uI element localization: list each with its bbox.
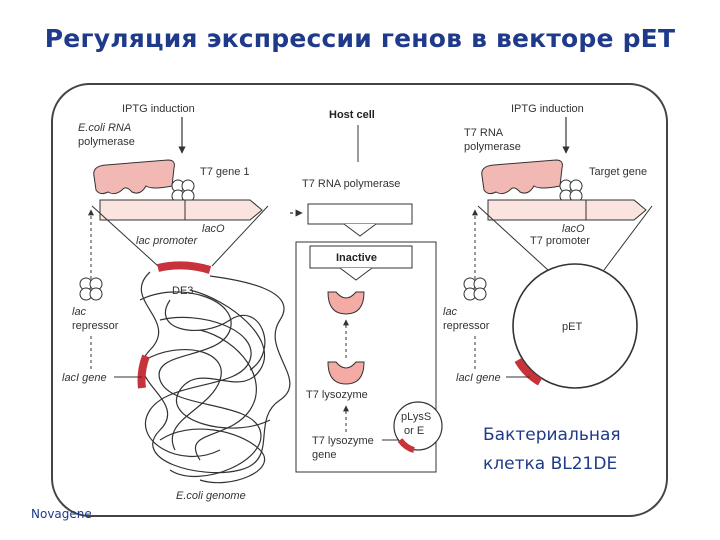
t7-lysozyme-bound-shape: [327, 291, 365, 315]
lac-repressor-free-right: [463, 277, 487, 301]
t7-promoter-label: T7 promoter: [530, 235, 590, 247]
t7-lysozyme-label: T7 lysozyme: [306, 389, 368, 401]
laci-gene-right-segment: [514, 357, 543, 386]
pet-label: pET: [562, 321, 582, 333]
laco-right-label: lacO: [562, 223, 585, 235]
caption: Бактериальная клетка BL21DE: [483, 421, 621, 479]
pet-plasmid: [512, 263, 638, 389]
laci-gene-right-label: lacI gene: [456, 372, 501, 384]
t7-lysozyme-gene-label-1: T7 lysozyme: [312, 435, 374, 447]
lac-repressor-bound-left: [171, 179, 195, 203]
t7-rna-polymerase-box: [307, 203, 413, 225]
caption-line-1: Бактериальная: [483, 425, 621, 445]
ecoli-rna-pol-left-label-1: E.coli RNA: [78, 122, 131, 134]
lac-repressor-left-label-2: repressor: [72, 320, 119, 332]
gene-arrow-left: [99, 199, 263, 221]
lac-repressor-right-label-2: repressor: [443, 320, 490, 332]
lac-repressor-right-label-1: lac: [443, 306, 458, 318]
plyss-gene-segment: [397, 438, 415, 453]
iptg-induction-right-label: IPTG induction: [511, 103, 584, 115]
laci-gene-left-label: lacI gene: [62, 372, 107, 384]
inactive-label: Inactive: [336, 252, 377, 264]
ecoli-rna-pol-left-label-2: polymerase: [78, 136, 135, 148]
lac-promoter-label: lac promoter: [136, 235, 198, 247]
t7-rna-pol-right-label-1: T7 RNA: [464, 127, 504, 139]
laco-left-label: lacO: [202, 223, 225, 235]
t7-rna-polymerase-right-shape: [481, 159, 563, 195]
lac-repressor-left-label-1: lac: [72, 306, 87, 318]
iptg-induction-left-label: IPTG induction: [122, 103, 195, 115]
t7-lysozyme-gene-label-2: gene: [312, 449, 336, 461]
t7-gene1-label: T7 gene 1: [200, 166, 250, 178]
laci-gene-left-segment: [137, 354, 150, 389]
ecoli-rna-polymerase-shape: [93, 159, 175, 195]
target-gene-label: Target gene: [589, 166, 647, 178]
de3-gene-segment: [157, 261, 212, 274]
gene-arrow-right: [487, 199, 647, 221]
ecoli-genome-tangle: [139, 271, 291, 484]
plyss-label-2: or E: [404, 425, 424, 437]
lac-repressor-bound-right: [559, 179, 583, 203]
host-cell-outline: [51, 83, 668, 517]
host-cell-label: Host cell: [329, 109, 375, 121]
lac-repressor-free-left: [79, 277, 103, 301]
caption-line-2: клетка BL21DE: [483, 454, 618, 474]
de3-label: DE3: [172, 285, 193, 297]
credit-label: Novagene: [31, 507, 92, 521]
t7-rna-pol-right-label-2: polymerase: [464, 141, 521, 153]
ecoli-genome-label: E.coli genome: [176, 490, 246, 502]
t7-lysozyme-shape: [327, 361, 365, 385]
t7-rna-pol-center-label: T7 RNA polymerase: [302, 178, 400, 190]
plyss-plasmid: [393, 401, 443, 451]
plyss-label-1: pLysS: [401, 411, 431, 423]
slide-title: Регуляция экспрессии генов в векторе pET: [44, 24, 676, 53]
